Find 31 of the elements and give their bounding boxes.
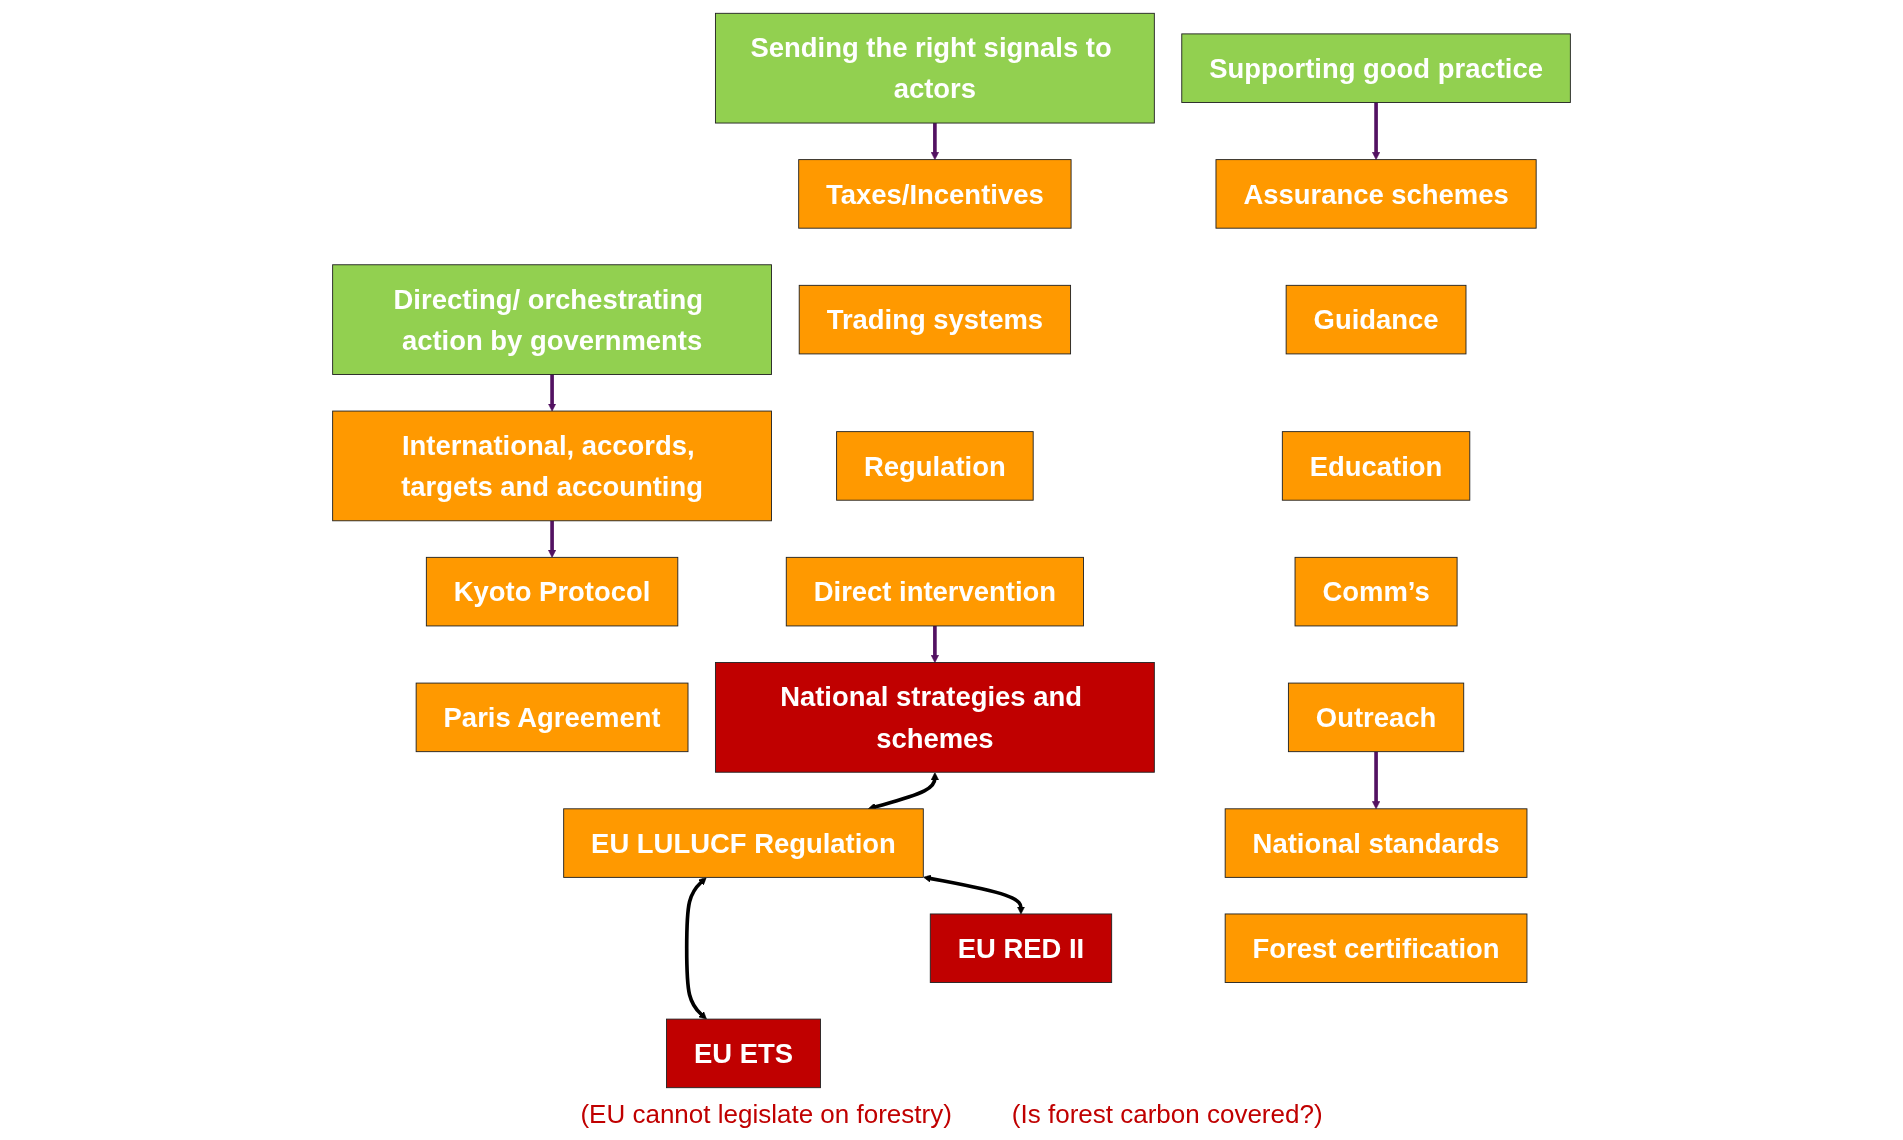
node-box: EU RED II [929, 913, 1113, 983]
node-box: Forest certification [1224, 913, 1528, 983]
arrow [923, 874, 1025, 915]
node-box: Regulation [836, 431, 1034, 501]
arrow [1372, 102, 1381, 160]
node-box: EU ETS [666, 1018, 821, 1089]
node-box: Supporting good practice [1181, 33, 1571, 103]
arrow [548, 520, 557, 558]
node-box: EU LULUCF Regulation [563, 808, 924, 878]
node-box: Kyoto Protocol [425, 556, 679, 627]
node-box: Outreach [1287, 682, 1465, 753]
node-box: National standards [1224, 808, 1528, 878]
node-box: Comm’s [1294, 556, 1458, 627]
node-box: Direct intervention [785, 556, 1084, 627]
node-box: Sending the right signals to actors [715, 12, 1155, 124]
node-box: International, accords, targets and accounting [332, 410, 772, 522]
arrow [930, 123, 939, 160]
arrow [684, 877, 707, 1020]
arrow [1372, 751, 1381, 810]
note-text: (EU cannot legislate on forestry) [580, 1099, 952, 1130]
node-box: Taxes/Incentives [798, 159, 1072, 229]
node-box: Guidance [1285, 284, 1467, 355]
node-box: Directing/ orchestrating action by governments [332, 264, 772, 375]
node-box: Education [1281, 431, 1471, 501]
node-box: National strategies and schemes [715, 662, 1155, 773]
arrow [548, 374, 557, 412]
node-box: Trading systems [798, 284, 1071, 355]
node-box: Paris Agreement [415, 682, 689, 753]
node-box: Assurance schemes [1215, 159, 1537, 229]
note-text: (Is forest carbon covered?) [1011, 1099, 1323, 1130]
arrow [930, 625, 939, 663]
